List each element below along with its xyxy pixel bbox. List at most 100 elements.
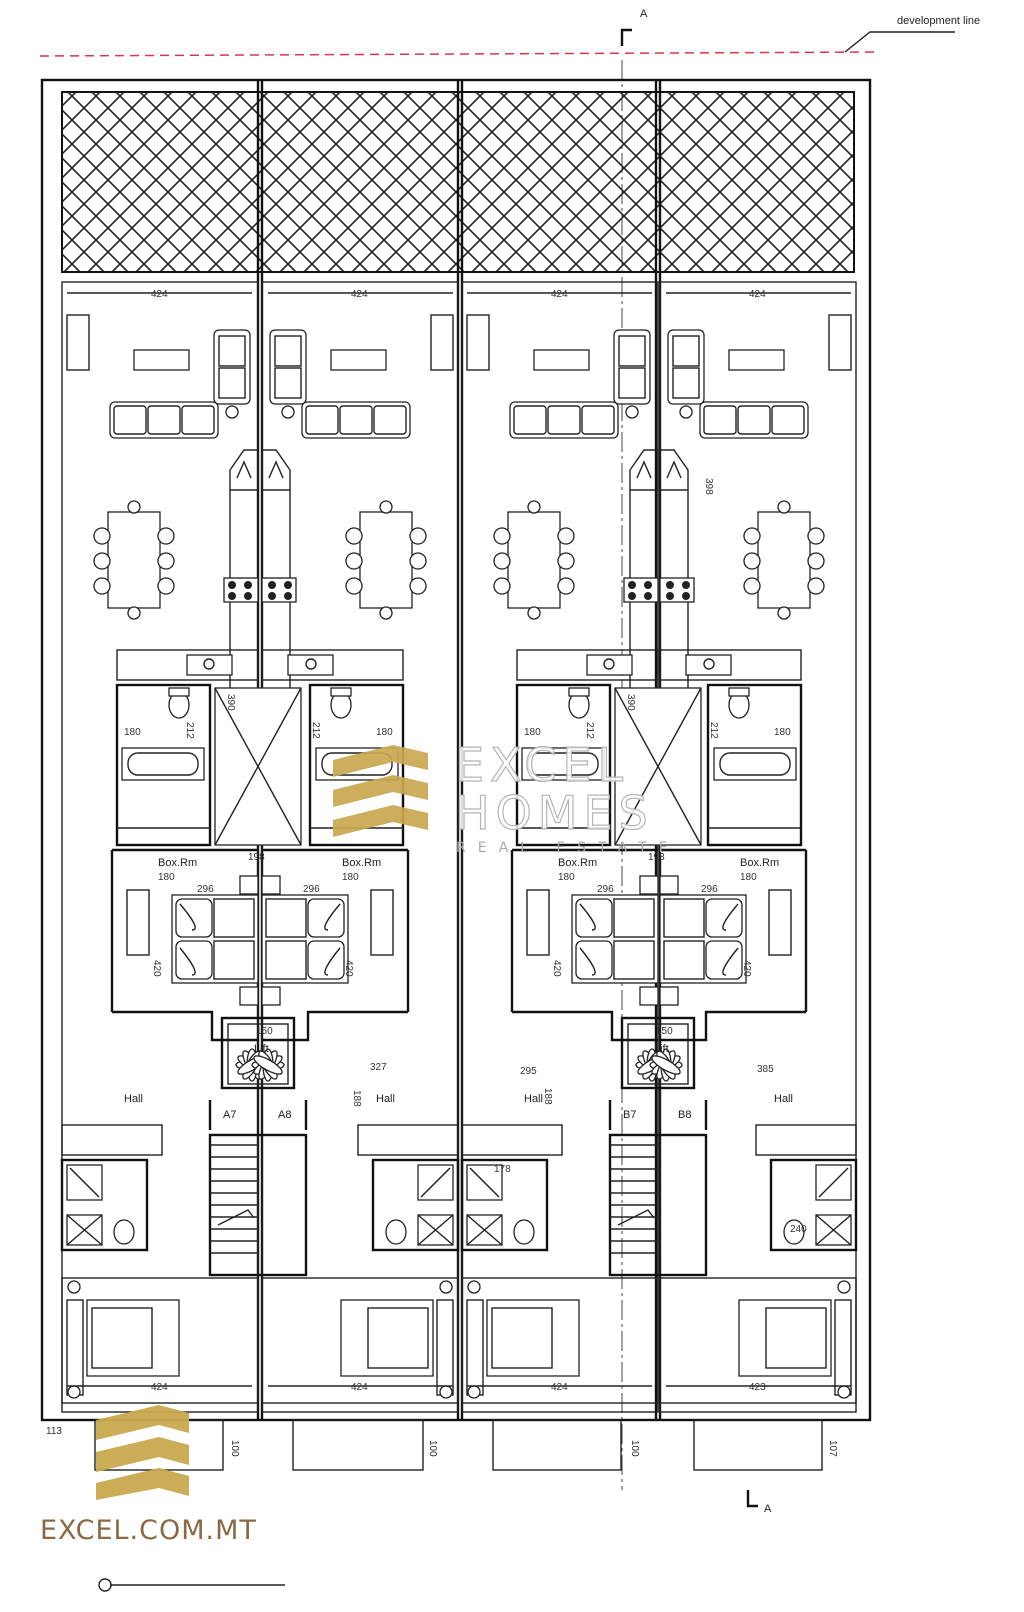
- armchair-icon: [667, 329, 705, 405]
- unit-outline: [461, 281, 659, 1413]
- hall-depth-dim: 188: [351, 1090, 362, 1107]
- bed-fold: [722, 903, 739, 976]
- hob-burner: [644, 581, 652, 589]
- balcony-dim: 100: [629, 1440, 640, 1457]
- bedroom-walls: [262, 848, 410, 1042]
- lamp-icon: [67, 1385, 81, 1399]
- shower-line: [420, 1167, 451, 1198]
- bedside-table: [639, 875, 659, 895]
- sink-icon: [287, 654, 334, 676]
- lamp-icon: [679, 405, 693, 419]
- wc-dim: 178: [494, 1164, 511, 1175]
- kitchen-counter: [516, 649, 659, 681]
- chair: [157, 527, 175, 545]
- cistern: [168, 687, 190, 697]
- lamp-icon: [625, 405, 639, 419]
- table: [107, 511, 161, 609]
- box-room-label: Box.Rm: [158, 857, 197, 869]
- duct-arrow: [236, 460, 252, 479]
- double-bed-icon: [571, 894, 659, 984]
- chair: [157, 577, 175, 595]
- wardrobe: [466, 1299, 484, 1396]
- hob-burner: [682, 581, 690, 589]
- duvet: [663, 898, 705, 938]
- hob-burner: [268, 592, 276, 600]
- armchair-icon: [213, 329, 251, 405]
- balcony-hatch: [292, 1419, 424, 1471]
- website-watermark: EXCEL.COM.MT: [40, 1515, 257, 1546]
- hob-burner: [228, 592, 236, 600]
- bathroom: [115, 683, 212, 847]
- bedside-table: [239, 875, 259, 895]
- window: [828, 314, 852, 371]
- bed: [486, 1299, 580, 1377]
- stair-arrow: [217, 1209, 255, 1226]
- double-bed-icon: [659, 894, 747, 984]
- development-line-label: development line: [897, 15, 980, 27]
- sofa-frame: [509, 401, 619, 439]
- double-bed-icon: [171, 894, 259, 984]
- duvet: [265, 898, 307, 938]
- bed-fold: [179, 903, 196, 976]
- shower-line: [69, 1167, 100, 1198]
- unit-code-A7: A7: [223, 1109, 236, 1121]
- toilet-icon: [385, 1219, 407, 1245]
- hall-dim: 385: [757, 1064, 774, 1075]
- duvet: [613, 898, 655, 938]
- wardrobe: [436, 1299, 454, 1396]
- lamp-icon: [439, 1280, 453, 1294]
- duct-arrow: [268, 460, 284, 479]
- lamp-icon: [467, 1385, 481, 1399]
- chair: [409, 552, 427, 570]
- lift-car: [227, 1023, 289, 1085]
- bed: [738, 1299, 832, 1377]
- sofa-frame: [109, 401, 219, 439]
- shower-icon: [815, 1164, 852, 1201]
- toilet-icon: [513, 1219, 535, 1245]
- sofa-icon: [699, 401, 809, 439]
- bed-fold: [579, 903, 596, 976]
- dining-table-icon: [93, 500, 175, 620]
- hall-dim: 295: [520, 1066, 537, 1077]
- armchair-seat: [218, 335, 246, 367]
- pillow: [307, 940, 345, 980]
- duvet: [213, 940, 255, 980]
- chair: [743, 527, 761, 545]
- bedroom-depth-dim: 420: [343, 960, 354, 977]
- basin-cross: [66, 1214, 103, 1246]
- unit-top-dim-3: 424: [749, 289, 766, 300]
- chair: [409, 577, 427, 595]
- watermark-line3: REAL ESTATE: [456, 840, 680, 856]
- pillow: [575, 940, 613, 980]
- bedroom-depth-dim: 420: [151, 960, 162, 977]
- sink-bowl: [603, 658, 615, 670]
- table: [359, 511, 413, 609]
- hall-label: Hall: [376, 1093, 395, 1105]
- wc-wall: [357, 1124, 459, 1156]
- bedside-table: [239, 986, 259, 1006]
- pillow: [175, 898, 213, 938]
- hob-burner: [628, 592, 636, 600]
- duct: [659, 449, 689, 491]
- chair: [127, 606, 141, 620]
- wardrobe: [126, 889, 150, 956]
- hob-burner: [244, 581, 252, 589]
- hob-icon: [261, 577, 297, 603]
- balcony-dim: 100: [427, 1440, 438, 1457]
- single-bed-icon: [486, 1299, 580, 1377]
- bed: [86, 1299, 180, 1377]
- hall-depth-dim: 188: [542, 1088, 553, 1105]
- sink-bowl: [305, 658, 317, 670]
- table: [757, 511, 811, 609]
- hob-icon: [659, 577, 695, 603]
- box-room-width-dim: 180: [740, 872, 757, 883]
- unit-bottom-dim-1: 424: [351, 1382, 368, 1393]
- basin-cross: [815, 1214, 852, 1246]
- bathtub-icon: [121, 747, 205, 781]
- sink-icon: [685, 654, 732, 676]
- bedroom-depth-dim: 420: [741, 960, 752, 977]
- shaft-void-cross: [214, 687, 302, 846]
- chair: [93, 552, 111, 570]
- hob-burner: [682, 592, 690, 600]
